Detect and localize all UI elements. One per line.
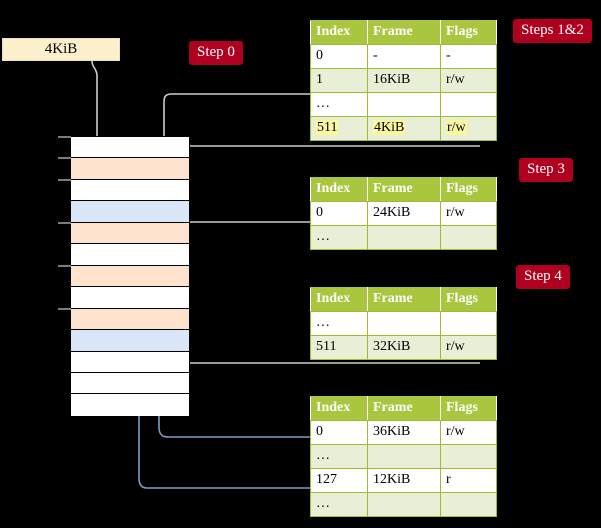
cell-flags — [440, 92, 497, 117]
badge-step-3: Step 3 — [519, 158, 573, 182]
cell-index: 127 — [310, 468, 368, 493]
cell-frame — [367, 444, 441, 469]
cell-flags — [440, 492, 497, 517]
memory-tick-4 — [58, 221, 71, 224]
cell-frame: 16KiB — [367, 68, 441, 93]
cell-index: 0 — [310, 44, 368, 69]
memory-frame-3 — [71, 201, 189, 223]
column-header-index: Index — [310, 177, 368, 202]
source-frame-label: 4KiB — [44, 41, 78, 57]
cell-flags: r/w — [440, 116, 497, 141]
badge-steps-1-2: Steps 1&2 — [513, 19, 592, 43]
cell-index: … — [310, 225, 368, 250]
badge-step-0: Step 0 — [189, 41, 243, 65]
memory-frame-5 — [71, 244, 189, 266]
column-header-flags: Flags — [440, 396, 497, 421]
cell-flags — [440, 225, 497, 250]
cell-frame — [367, 492, 441, 517]
cell-index: … — [310, 92, 368, 117]
physical-memory-column — [70, 136, 190, 416]
cell-index: … — [310, 444, 368, 469]
column-header-flags: Flags — [440, 20, 497, 45]
cell-frame: 24KiB — [367, 201, 441, 226]
cell-flags: r/w — [440, 201, 497, 226]
memory-tick-2 — [58, 178, 71, 181]
cell-index: 511 — [310, 116, 368, 141]
memory-frame-1 — [71, 158, 189, 180]
table-row: … — [310, 311, 497, 336]
highlighted-value: r/w — [446, 120, 467, 135]
cell-flags: - — [440, 44, 497, 69]
memory-tick-1 — [58, 157, 71, 160]
highlighted-value: 4KiB — [373, 120, 406, 135]
table-row: … — [310, 444, 497, 469]
memory-frame-11 — [71, 372, 189, 395]
source-frame-box: 4KiB — [2, 38, 120, 61]
memory-frame-8 — [71, 308, 189, 331]
column-header-frame: Frame — [367, 20, 441, 45]
cell-frame — [367, 311, 441, 336]
cell-frame: - — [367, 44, 441, 69]
cell-flags: r/w — [440, 420, 497, 445]
memory-frame-6 — [71, 265, 189, 288]
table-row: 0-- — [310, 44, 497, 69]
cell-frame: 32KiB — [367, 335, 441, 360]
column-header-frame: Frame — [367, 287, 441, 312]
cell-index: … — [310, 492, 368, 517]
memory-tick-8 — [58, 307, 71, 310]
cell-flags: r — [440, 468, 497, 493]
column-header-index: Index — [310, 396, 368, 421]
cell-frame: 36KiB — [367, 420, 441, 445]
memory-frame-0 — [71, 137, 189, 159]
cell-flags — [440, 311, 497, 336]
column-header-flags: Flags — [440, 287, 497, 312]
memory-frame-10 — [71, 351, 189, 373]
cell-flags: r/w — [440, 335, 497, 360]
cell-index: 1 — [310, 68, 368, 93]
cell-frame — [367, 225, 441, 250]
memory-frame-7 — [71, 287, 189, 309]
memory-frame-4 — [71, 222, 189, 245]
table-row: … — [310, 225, 497, 250]
cell-frame: 12KiB — [367, 468, 441, 493]
cell-index: … — [310, 311, 368, 336]
memory-frame-9 — [71, 330, 189, 352]
cell-flags — [440, 444, 497, 469]
table-row: … — [310, 92, 497, 117]
badge-step-4: Step 4 — [516, 265, 570, 289]
cell-frame — [367, 92, 441, 117]
column-header-frame: Frame — [367, 396, 441, 421]
memory-tick-0 — [58, 136, 71, 138]
memory-frame-12 — [71, 394, 189, 416]
column-header-index: Index — [310, 287, 368, 312]
memory-frame-2 — [71, 179, 189, 202]
cell-index: 511 — [310, 335, 368, 360]
column-header-index: Index — [310, 20, 368, 45]
cell-frame: 4KiB — [367, 116, 441, 141]
highlighted-value: 511 — [316, 120, 339, 135]
column-header-frame: Frame — [367, 177, 441, 202]
table-row: … — [310, 492, 497, 517]
table-row: 511 4KiB r/w — [310, 116, 497, 141]
cell-flags: r/w — [440, 68, 497, 93]
cell-index: 0 — [310, 201, 368, 226]
memory-tick-6 — [58, 264, 71, 267]
column-header-flags: Flags — [440, 177, 497, 202]
cell-index: 0 — [310, 420, 368, 445]
